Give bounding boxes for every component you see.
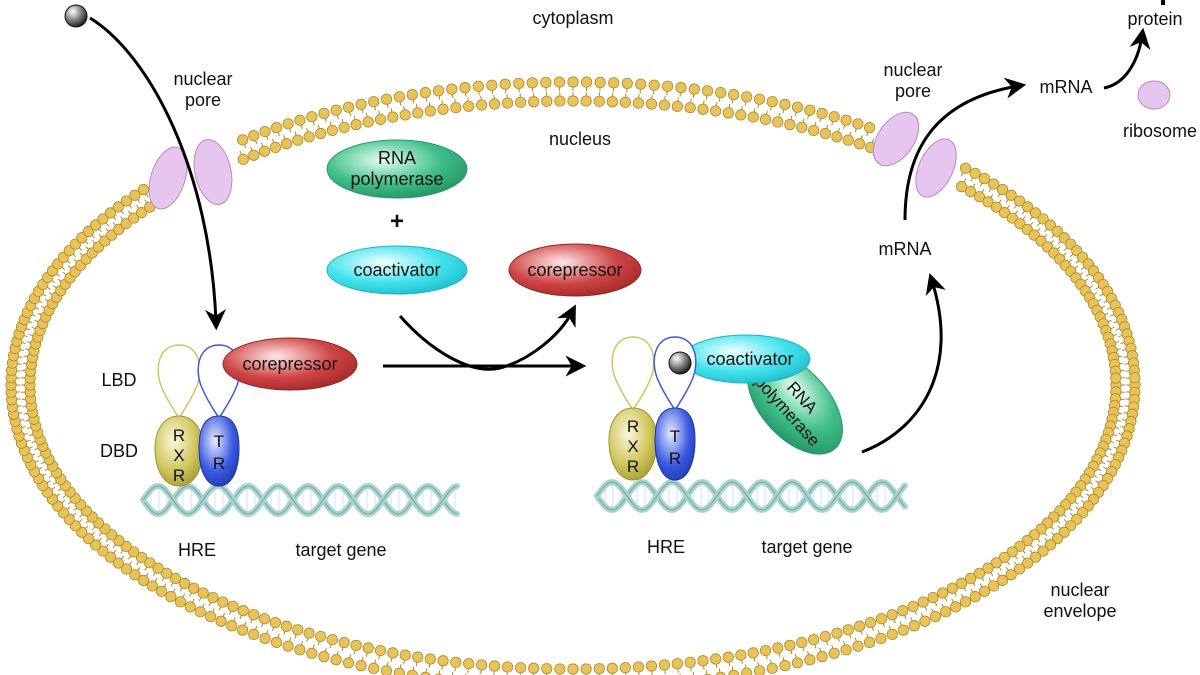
svg-text:R: R (627, 417, 639, 436)
svg-text:R: R (627, 457, 639, 476)
svg-text:T: T (214, 432, 224, 451)
ribosome-label: ribosome (1123, 121, 1197, 141)
nuclear-envelope-label-1: nuclear (1050, 580, 1109, 600)
dna-helix-left (140, 483, 460, 517)
ribosome-shape (1137, 80, 1171, 110)
tr-receptor-left: T R (197, 344, 241, 487)
svg-text:X: X (173, 446, 184, 465)
svg-text:coactivator: coactivator (706, 349, 793, 369)
svg-text:X: X (627, 437, 638, 456)
nuclear-membrane (5, 76, 1141, 675)
corepressor-free: corepressor (508, 243, 642, 297)
svg-text:coactivator: coactivator (353, 260, 440, 280)
rna-polymerase-free: RNA polymerase (326, 139, 468, 199)
hormone-ligand-outside (64, 4, 88, 28)
nuclear-pore-right-label-2: pore (895, 81, 931, 101)
hre-left-label: HRE (178, 540, 216, 560)
coactivator-free: coactivator (326, 245, 468, 295)
cofactor-exchange-arrow (398, 304, 576, 371)
svg-text:polymerase: polymerase (350, 169, 443, 189)
nucleus-label: nucleus (549, 129, 611, 149)
mrna-nucleus-label: mRNA (879, 239, 932, 259)
dna-helix-right (594, 479, 908, 513)
transcription-arrow (861, 272, 946, 454)
target-gene-right-label: target gene (761, 537, 852, 557)
svg-text:corepressor: corepressor (527, 260, 622, 280)
nuclear-pore-right-label-1: nuclear (883, 60, 942, 80)
svg-text:RNA: RNA (378, 148, 416, 168)
nuclear-envelope-label-2: envelope (1043, 601, 1116, 621)
protein-mark (1161, 0, 1165, 5)
rxr-receptor-left: R X R (154, 344, 204, 487)
cytoplasm-label: cytoplasm (532, 8, 613, 28)
svg-text:corepressor: corepressor (242, 354, 337, 374)
nuclear-pore-left-shape (148, 139, 233, 210)
protein-label: protein (1127, 9, 1182, 29)
translation-arrow (1103, 27, 1151, 90)
nuclear-pore-left-label-2: pore (185, 90, 221, 110)
svg-text:R: R (669, 449, 681, 468)
target-gene-left-label: target gene (295, 540, 386, 560)
mrna-export-arrow (903, 77, 1027, 221)
nuclear-pore-right-shape (872, 111, 957, 198)
svg-text:R: R (213, 454, 225, 473)
svg-text:R: R (173, 466, 185, 485)
hormone-ligand-bound (668, 351, 692, 375)
rxr-receptor-right: R X R (608, 336, 658, 481)
nuclear-pore-left-label-1: nuclear (173, 69, 232, 89)
ligand-entry-arrow (89, 16, 226, 331)
plus-sign: + (390, 208, 404, 235)
lbd-label: LBD (101, 370, 136, 390)
dbd-label: DBD (100, 441, 138, 461)
svg-text:T: T (670, 427, 680, 446)
corepressor-bound: corepressor (222, 337, 358, 391)
coactivator-bound: coactivator (681, 334, 811, 384)
mrna-cytoplasm-label: mRNA (1040, 77, 1093, 97)
svg-text:R: R (173, 426, 185, 445)
hre-right-label: HRE (647, 537, 685, 557)
